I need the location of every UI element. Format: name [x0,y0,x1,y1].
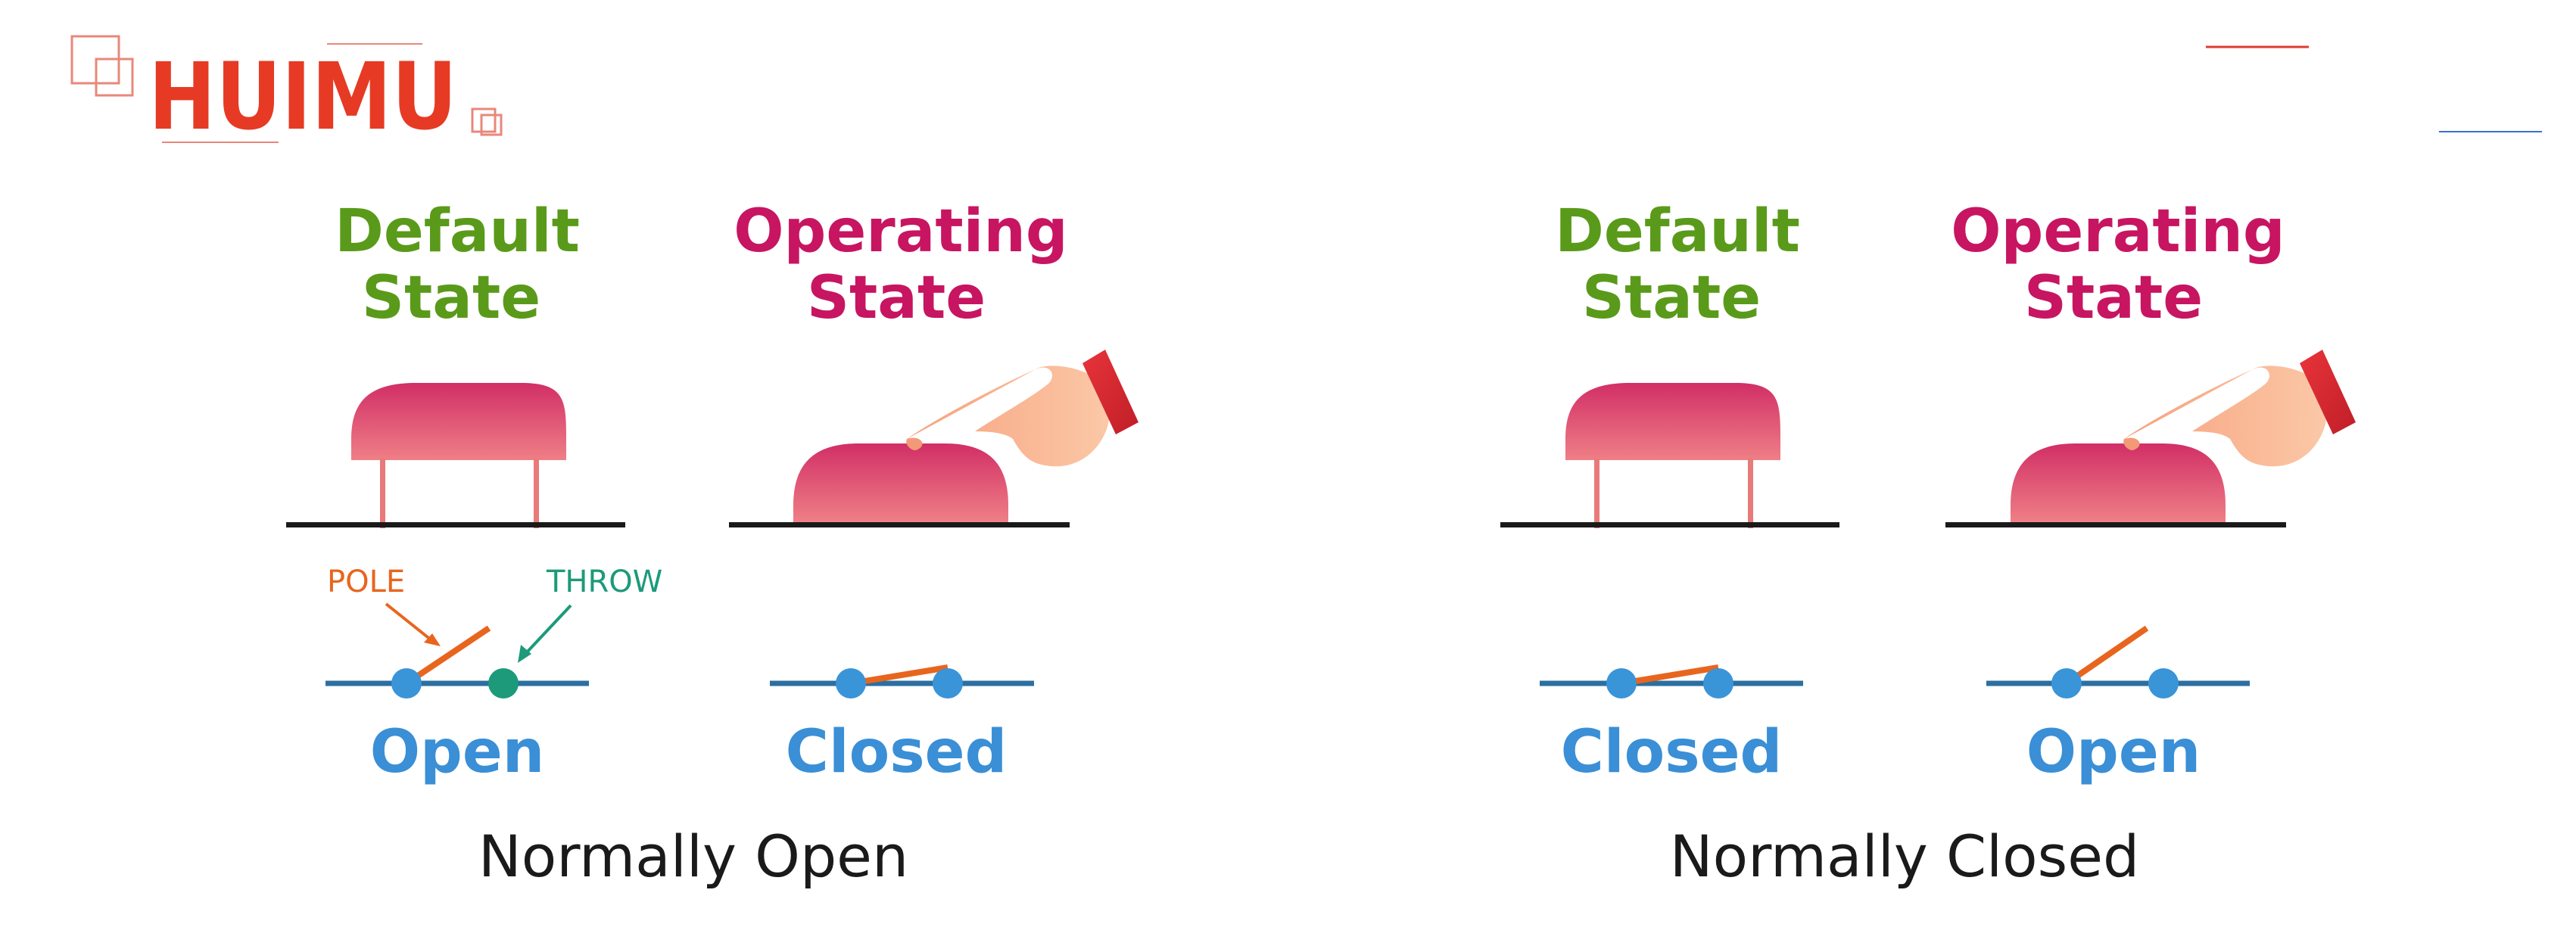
switch-pole [404,625,491,686]
panel-normally-open: Default State POLE THROW [286,198,1138,890]
state-default: Default State POLE THROW [286,198,662,786]
switch-node [933,668,963,699]
button-leg-right [534,459,539,528]
logo-square-tiny-2 [480,114,503,136]
state-status: Closed [1561,718,1783,786]
state-default: Default State Closed [1500,198,1839,786]
button-leg-right [1748,459,1753,528]
switch-node [1703,668,1733,699]
pole-label: POLE [327,565,405,599]
state-heading-line2: State [1582,264,1761,332]
switch-symbol-closed [1540,664,1803,699]
switch-symbol-open [326,625,589,699]
button-leg-left [380,459,385,528]
switch-node [2051,668,2082,699]
state-status: Open [2026,718,2201,786]
ground-line [286,522,625,527]
switch-pole [850,664,948,686]
state-heading-line1: Default [335,198,580,266]
push-button-raised [1565,383,1780,528]
logo-square-small [95,58,134,97]
panel-caption: Normally Open [478,823,908,890]
throw-annotation: THROW [518,565,662,663]
state-operating: Operating State Open [1945,198,2356,786]
pole-annotation: POLE [327,565,441,646]
switch-throw-node [488,668,519,699]
state-heading-line2: State [2024,264,2203,332]
state-heading-line1: Operating [734,198,1068,266]
state-heading-line1: Operating [1951,198,2285,266]
switch-pole [2064,625,2149,686]
switch-node [2148,668,2179,699]
state-status: Open [370,718,545,786]
push-button-pressed [2011,443,2226,522]
state-heading-line1: Default [1555,198,1800,266]
switch-node [836,668,866,699]
panel-normally-closed: Default State Closed Operating State [1500,198,2356,890]
state-operating: Operating State Closed [729,198,1138,786]
logo-text: HUIMU [148,43,457,151]
state-heading-line2: State [807,264,986,332]
push-button-pressed [793,443,1008,522]
logo: HUIMU [70,35,503,151]
throw-label: THROW [546,565,662,599]
push-button-raised [351,383,566,528]
ground-line [1500,522,1839,527]
switch-node [1606,668,1637,699]
state-heading-line2: State [362,264,540,332]
panel-caption: Normally Closed [1670,823,2140,890]
switch-pole [1621,664,1719,686]
switch-node [391,668,422,699]
switch-symbol-closed [770,664,1034,699]
logo-square-tiny-1 [471,107,497,133]
ground-line [729,522,1070,527]
state-status: Closed [786,718,1008,786]
switch-symbol-open [1986,625,2250,699]
ground-line [1945,522,2286,527]
button-leg-left [1594,459,1599,528]
